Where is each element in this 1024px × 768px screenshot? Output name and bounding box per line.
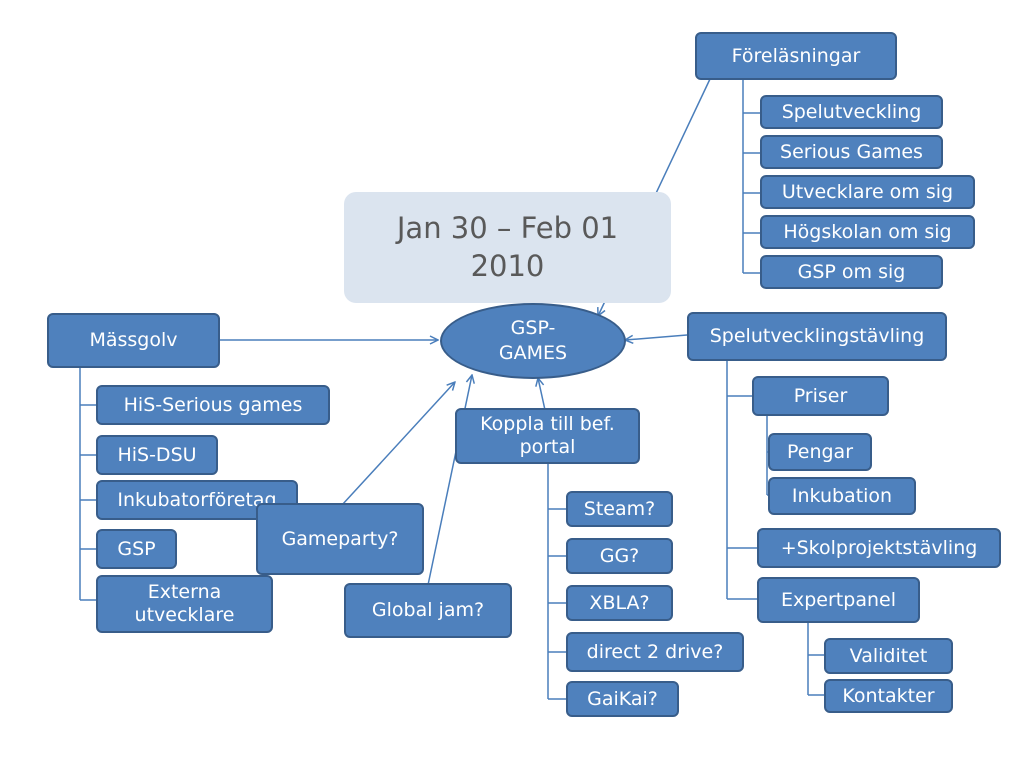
arrow-koppla xyxy=(538,378,546,411)
node-pengar[interactable]: Pengar xyxy=(768,433,872,471)
node-inkubation[interactable]: Inkubation xyxy=(768,477,916,515)
node-spelutvecklingstavling[interactable]: Spelutvecklingstävling xyxy=(687,312,947,361)
node-his-serious-games[interactable]: HiS-Serious games xyxy=(96,385,330,425)
arrow-gameparty xyxy=(341,382,455,506)
node-utvecklare-om-sig[interactable]: Utvecklare om sig xyxy=(760,175,975,209)
tree-line-forelasningar xyxy=(742,79,760,274)
arrow-tavling xyxy=(625,334,688,340)
node-inkubatorforetag[interactable]: Inkubatorföretag xyxy=(96,480,298,520)
arrow-global-jam xyxy=(427,375,472,586)
node-gsp-om-sig[interactable]: GSP om sig xyxy=(760,255,943,289)
tree-line-tavling xyxy=(726,361,757,600)
node-expertpanel[interactable]: Expertpanel xyxy=(757,577,920,623)
node-validitet[interactable]: Validitet xyxy=(824,638,953,674)
center-node-label: GSP- GAMES xyxy=(498,317,568,364)
node-priser[interactable]: Priser xyxy=(752,376,889,416)
node-gsp[interactable]: GSP xyxy=(96,529,177,569)
node-forelasningar[interactable]: Föreläsningar xyxy=(695,32,897,80)
node-steam[interactable]: Steam? xyxy=(566,491,673,527)
tree-line-massgolv xyxy=(79,368,96,601)
tree-line-priser xyxy=(766,416,768,496)
node-xbla[interactable]: XBLA? xyxy=(566,585,673,621)
tree-line-expertpanel xyxy=(807,623,824,696)
node-massgolv[interactable]: Mässgolv xyxy=(47,313,220,368)
node-direct-2-drive[interactable]: direct 2 drive? xyxy=(566,632,744,672)
node-kontakter[interactable]: Kontakter xyxy=(824,679,953,713)
node-serious-games[interactable]: Serious Games xyxy=(760,135,943,169)
node-skolprojektstavling[interactable]: +Skolprojektstävling xyxy=(757,528,1001,568)
node-koppla-portal[interactable]: Koppla till bef. portal xyxy=(455,408,640,464)
center-node[interactable]: GSP- GAMES xyxy=(440,303,626,379)
date-label: Jan 30 – Feb 01 2010 xyxy=(344,192,671,303)
tree-line-koppla xyxy=(547,463,566,700)
node-externa-utvecklare[interactable]: Externa utvecklare xyxy=(96,575,273,633)
node-spelutveckling[interactable]: Spelutveckling xyxy=(760,95,943,129)
node-gameparty[interactable]: Gameparty? xyxy=(256,503,424,575)
node-hogskolan-om-sig[interactable]: Högskolan om sig xyxy=(760,215,975,249)
node-gg[interactable]: GG? xyxy=(566,538,673,574)
node-global-jam[interactable]: Global jam? xyxy=(344,583,512,638)
node-gaikai[interactable]: GaiKai? xyxy=(566,681,679,717)
node-his-dsu[interactable]: HiS-DSU xyxy=(96,435,218,475)
